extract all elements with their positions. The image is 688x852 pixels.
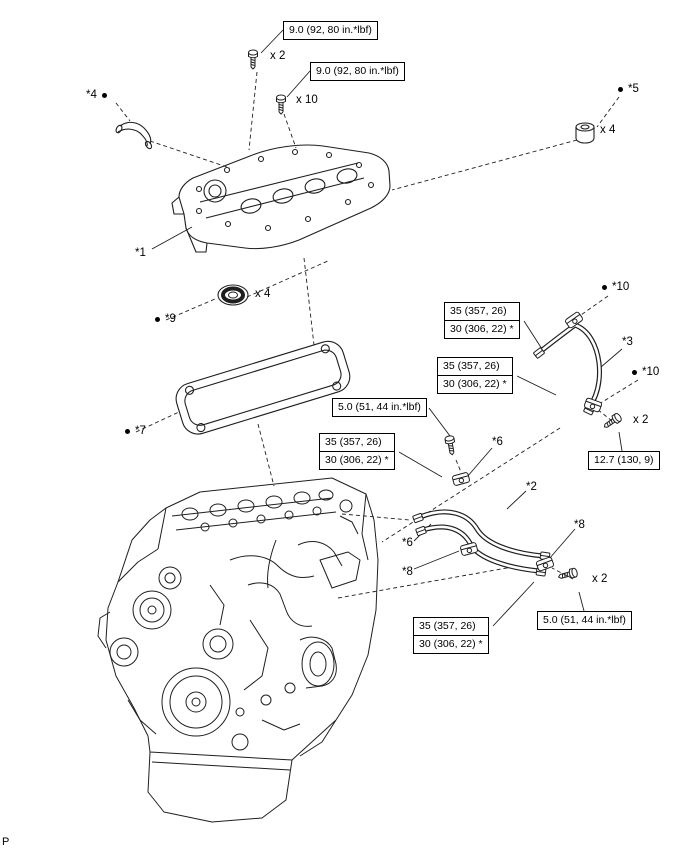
callout-label: *8 <box>574 519 585 531</box>
callout-dot <box>155 316 160 322</box>
callout-label: *5 <box>628 83 639 95</box>
torque-box-cover-bolt-long: 9.0 (92, 80 in.*lbf) <box>310 62 405 81</box>
vent-hose <box>115 121 153 150</box>
callout-label: *2 <box>526 481 537 493</box>
callout-dot <box>101 92 107 98</box>
torque-box-clamp-bolt-lower: 5.0 (51, 44 in.*lbf) <box>537 611 632 630</box>
callout-dot <box>618 86 623 92</box>
torque-row: 35 (357, 26) <box>444 302 520 321</box>
callout-part6-upper: *6 <box>492 436 503 448</box>
page-footer-label: P <box>2 836 10 848</box>
callout-part2: *2 <box>526 481 537 493</box>
callout-part10-upper: *10 <box>602 281 629 293</box>
callout-label: *7 <box>135 425 146 437</box>
torque-row: 30 (306, 22) * <box>319 451 395 470</box>
callout-part4: *4 <box>86 89 107 101</box>
torque-stack-pipe3-upper: 35 (357, 26) 30 (306, 22) * <box>444 302 520 339</box>
callout-label: *9 <box>165 313 176 325</box>
callout-part1: *1 <box>135 247 146 259</box>
callout-dot <box>125 428 130 434</box>
qty-cover-bolt-short: x 2 <box>270 50 286 62</box>
torque-stack-pipe2-bottom: 35 (357, 26) 30 (306, 22) * <box>413 617 489 654</box>
pipe-clamps <box>451 310 603 572</box>
engine-assembly <box>97 477 379 823</box>
torque-row: 30 (306, 22) * <box>413 635 489 654</box>
callout-part9: *9 <box>155 313 176 325</box>
callout-part8-right: *8 <box>574 519 585 531</box>
qty-pipe-clamp-bolt-upper: x 2 <box>633 414 649 426</box>
torque-stack-pipe3-lower: 35 (357, 26) 30 (306, 22) * <box>437 357 513 394</box>
callout-dot <box>602 284 607 290</box>
fuel-pipe-no2 <box>412 509 551 577</box>
seal-washer <box>217 284 249 306</box>
torque-stack-pipe2-left: 35 (357, 26) 30 (306, 22) * <box>319 433 395 470</box>
qty-pipe-clamp-bolt-lower: x 2 <box>592 573 608 585</box>
torque-row: 30 (306, 22) * <box>444 320 520 339</box>
callout-label: *3 <box>622 336 633 348</box>
callout-label: *1 <box>135 247 146 259</box>
callout-part10-lower: *10 <box>632 366 659 378</box>
callout-label: *4 <box>86 89 97 101</box>
callout-part8-left: *8 <box>402 566 413 578</box>
callout-part7: *7 <box>125 425 146 437</box>
torque-box-cover-bolt-short: 9.0 (92, 80 in.*lbf) <box>283 21 378 40</box>
qty-grommet: x 4 <box>600 124 616 136</box>
callout-part6-lower: *6 <box>402 537 413 549</box>
callout-label: *6 <box>402 537 413 549</box>
torque-box-pipe-clamp-bolt: 12.7 (130, 9) <box>588 451 660 470</box>
cylinder-head-cover <box>171 144 391 253</box>
torque-box-clamp-bolt-upper: 5.0 (51, 44 in.*lbf) <box>332 398 427 417</box>
callout-dot <box>632 369 637 375</box>
callout-label: *10 <box>642 366 660 378</box>
callout-part3: *3 <box>622 336 633 348</box>
callout-label: *6 <box>492 436 503 448</box>
callout-label: *10 <box>612 281 630 293</box>
torque-row: 35 (357, 26) <box>437 357 513 376</box>
head-cover-gasket <box>175 340 351 435</box>
callout-label: *8 <box>402 566 413 578</box>
torque-row: 30 (306, 22) * <box>437 375 513 394</box>
cover-grommet <box>575 122 595 144</box>
dashed-leader-lines <box>115 71 639 599</box>
callout-part5: *5 <box>618 83 639 95</box>
torque-row: 35 (357, 26) <box>319 433 395 452</box>
torque-row: 35 (357, 26) <box>413 617 489 636</box>
qty-cover-bolt-long: x 10 <box>296 94 318 106</box>
solid-leader-lines <box>151 29 623 627</box>
qty-washer-seal: x 4 <box>255 288 271 300</box>
